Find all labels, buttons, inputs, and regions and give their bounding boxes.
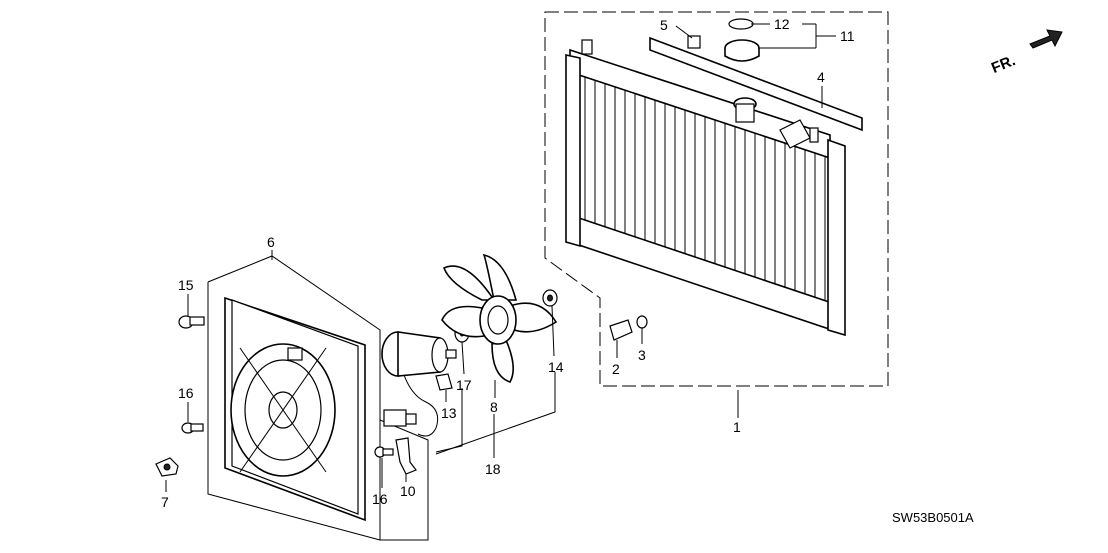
cap-seal-ring [728, 18, 754, 30]
callout-12: 12 [774, 16, 790, 32]
callout-8: 8 [490, 399, 498, 415]
nut-part-14 [542, 289, 558, 307]
callout-15: 15 [178, 277, 194, 293]
front-direction-label: FR. [989, 52, 1018, 77]
drain-plug [609, 319, 633, 341]
callout-14: 14 [548, 359, 564, 375]
drain-oring [636, 315, 648, 329]
callout-2: 2 [612, 361, 620, 377]
callout-5: 5 [660, 17, 668, 33]
bolt-part-16-lower [374, 446, 394, 458]
callout-16-upper: 16 [178, 385, 194, 401]
clip-part-5 [687, 35, 701, 49]
callout-13: 13 [441, 405, 457, 421]
callout-3: 3 [638, 347, 646, 363]
bolt-part-15 [178, 315, 205, 329]
radiator [565, 39, 846, 337]
callout-18: 18 [485, 461, 501, 477]
callout-11: 11 [840, 28, 855, 44]
callout-7: 7 [161, 494, 169, 510]
front-arrow-icon [1029, 29, 1063, 49]
bolt-part-16-upper [181, 422, 204, 434]
callout-1: 1 [733, 419, 741, 435]
callout-10: 10 [400, 483, 416, 499]
leader-lines [165, 23, 836, 492]
front-direction-indicator: FR. [989, 29, 1063, 77]
drawing-code: SW53B0501A [892, 510, 974, 525]
fan-motor [381, 331, 457, 391]
callout-6: 6 [267, 234, 275, 250]
motor-wire [403, 374, 439, 437]
radiator-group-outline [544, 11, 889, 387]
nut-part-7 [155, 457, 179, 477]
fan-blade [441, 253, 558, 383]
callout-16-lower: 16 [372, 491, 388, 507]
motor-connector [383, 409, 417, 427]
fan-shroud [224, 296, 366, 522]
callout-4: 4 [817, 69, 825, 85]
wire-clip-part-10 [395, 437, 417, 475]
radiator-cap [724, 39, 760, 62]
callout-17: 17 [456, 377, 472, 393]
radiator-cushion-strip [649, 36, 863, 132]
